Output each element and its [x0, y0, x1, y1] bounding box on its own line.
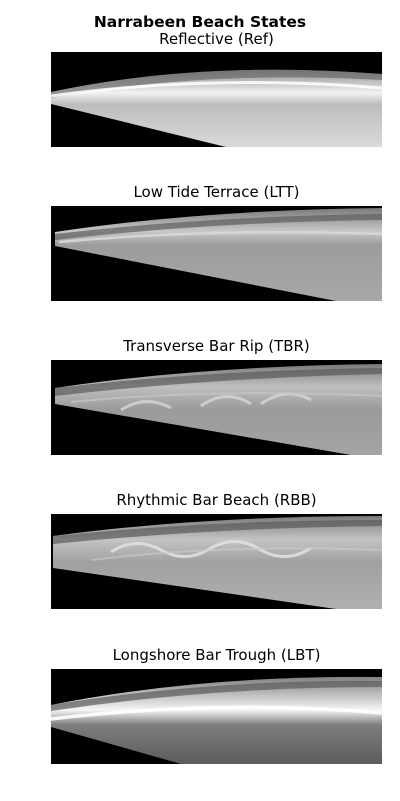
- figure-title: Narrabeen Beach States: [93, 13, 307, 31]
- beach-image-ltt: [51, 206, 382, 301]
- panel-title-ref: Reflective (Ref): [159, 30, 274, 48]
- beach-image-rbb: [51, 514, 382, 609]
- panel-title-ltt: Low Tide Terrace (LTT): [133, 183, 300, 201]
- beach-image-lbt: [51, 669, 382, 764]
- panel-title-lbt: Longshore Bar Trough (LBT): [112, 646, 321, 664]
- panel-title-tbr: Transverse Bar Rip (TBR): [123, 337, 310, 355]
- panel-title-rbb: Rhythmic Bar Beach (RBB): [116, 491, 317, 509]
- beach-image-tbr: [51, 360, 382, 455]
- beach-image-ref: [51, 52, 382, 147]
